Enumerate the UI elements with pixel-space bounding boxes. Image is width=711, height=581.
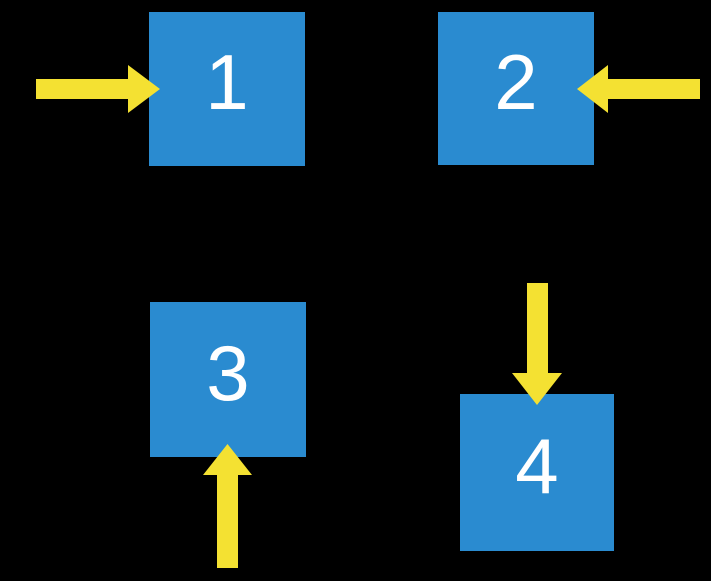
arrow-down-shape	[512, 283, 562, 405]
box-1-number: 1	[205, 38, 249, 126]
box-1: 1	[149, 12, 305, 166]
box-2-number: 2	[494, 37, 538, 126]
arrow-down-icon	[512, 283, 562, 405]
arrow-left-icon	[577, 65, 700, 113]
arrow-up-shape	[203, 444, 252, 568]
box-3: 3	[150, 302, 306, 457]
box-3-number: 3	[206, 328, 250, 417]
box-4-number: 4	[515, 421, 559, 510]
arrow-right-shape	[36, 65, 160, 113]
arrow-up-icon	[203, 444, 252, 568]
arrow-right-icon	[36, 65, 160, 113]
box-2: 2	[438, 12, 594, 165]
box-4: 4	[460, 394, 614, 551]
arrow-left-shape	[577, 65, 700, 113]
